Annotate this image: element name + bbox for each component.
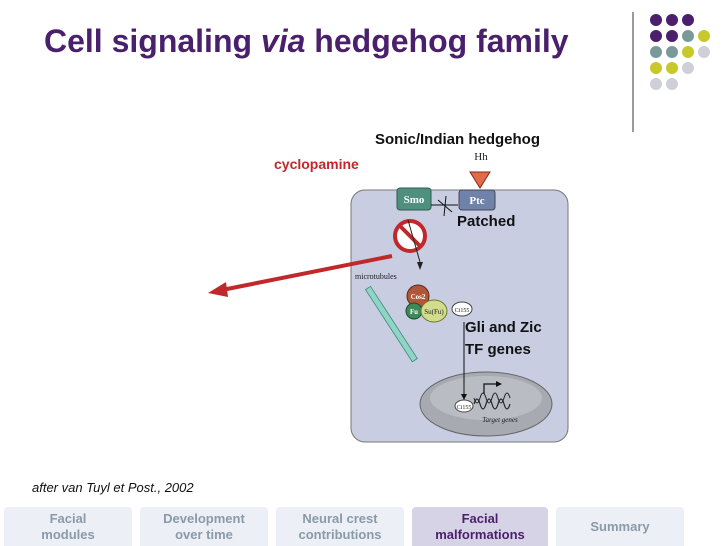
decorative-dot xyxy=(666,62,678,74)
tab-label: Facial xyxy=(49,510,87,526)
prohibition-slash xyxy=(398,224,422,248)
dna-strand xyxy=(473,398,511,410)
transcription-arrow xyxy=(483,383,496,394)
sufu-text: Su(Fu) xyxy=(424,308,444,316)
decorative-dot xyxy=(682,14,694,26)
hh-ligand-text: Hh xyxy=(474,151,488,163)
decorative-dot xyxy=(650,78,662,90)
decorative-dot xyxy=(682,46,694,58)
decorative-dot xyxy=(682,62,694,74)
decorative-dot xyxy=(650,62,662,74)
smo-text: Smo xyxy=(404,194,425,206)
title-italic: via xyxy=(260,23,306,59)
ci155-nuclear-text: Ci155 xyxy=(457,405,472,411)
label-sonic-hedgehog: Sonic/Indian hedgehog xyxy=(375,131,540,148)
decorative-dot xyxy=(666,14,678,26)
decorative-dot xyxy=(650,14,662,26)
tab-label: Development xyxy=(163,510,245,526)
title-text-end: hedgehog family xyxy=(305,23,569,59)
tab-label: contributions xyxy=(298,526,382,542)
smo-signal-arrow xyxy=(407,219,421,263)
ptc-text: Ptc xyxy=(469,195,484,207)
decorative-dot xyxy=(650,30,662,42)
decorative-dot xyxy=(682,30,694,42)
label-cyclopamine: cyclopamine xyxy=(274,156,359,172)
ptc-receptor xyxy=(458,189,496,211)
dna-strand xyxy=(473,392,511,404)
decorative-dot-grid xyxy=(650,14,710,90)
decorative-dot xyxy=(666,30,678,42)
target-genes-label: Target genes xyxy=(482,416,518,424)
hh-ligand-shape xyxy=(469,171,491,189)
tab-label: Summary xyxy=(590,518,650,534)
ci155-text: Ci155 xyxy=(455,308,470,314)
decorative-dot xyxy=(698,30,710,42)
tab-label: Facial xyxy=(461,510,499,526)
tab-label: over time xyxy=(175,526,233,542)
label-tf-genes: TF genes xyxy=(465,341,531,358)
decorative-dot xyxy=(650,46,662,58)
arrow-head xyxy=(417,262,423,270)
citation: after van Tuyl et Post., 2002 xyxy=(32,480,194,495)
tab-label: modules xyxy=(41,526,95,542)
decorative-dot xyxy=(666,78,678,90)
ci155-protein xyxy=(451,301,473,317)
cos2-text: Cos2 xyxy=(411,293,426,301)
fu-text: Fu xyxy=(410,308,418,316)
sufu-protein xyxy=(420,299,448,323)
cyclopamine-arrowhead xyxy=(208,282,228,297)
tab-label: malformations xyxy=(435,526,525,542)
arrow-head xyxy=(461,394,467,400)
slide-title: Cell signaling via hedgehog family xyxy=(44,22,604,60)
tab-summary[interactable]: Summary xyxy=(556,507,684,546)
decorative-dot xyxy=(698,46,710,58)
inhibit-mark xyxy=(437,199,453,213)
cyclopamine-arrow xyxy=(221,254,393,292)
transcription-arrowhead xyxy=(496,381,502,387)
microtubule xyxy=(364,285,418,363)
smo-receptor xyxy=(396,187,432,211)
tab-label: Neural crest xyxy=(302,510,378,526)
title-text: Cell signaling xyxy=(44,23,261,59)
label-patched: Patched xyxy=(457,213,516,230)
decorative-divider xyxy=(632,12,634,132)
microtubules-label: microtubules xyxy=(355,272,397,281)
label-gli-zic: Gli and Zic xyxy=(465,319,542,336)
decorative-dot xyxy=(666,46,678,58)
